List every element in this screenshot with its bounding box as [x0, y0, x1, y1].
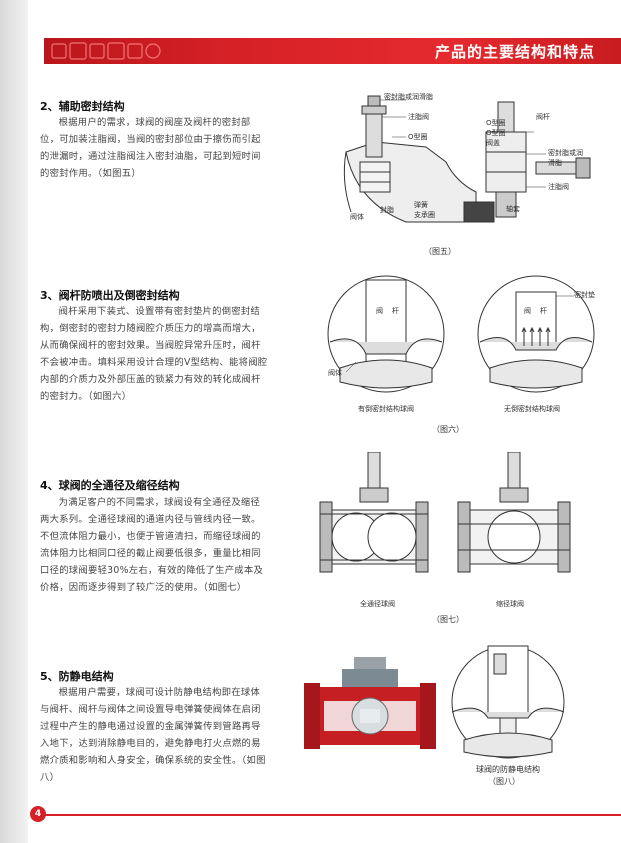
figure-7 [316, 452, 606, 592]
section-title-antistatic: 5、防静电结构 [40, 670, 114, 683]
side-strip [0, 0, 28, 843]
fig5-callout-2: 注脂阀 [408, 113, 429, 121]
section-body-stem-seal: 阀杆采用下装式、设置带有密封垫片的倒密封结构，倒密封的密封力随阀腔介质压力的增高… [40, 306, 268, 402]
figure-5: 密封脂或润滑脂 注脂阀 O型圈 阀体 封脂 弹簧 支承圈 O型圈 阀盖 密封脂或… [336, 92, 606, 232]
figure-7-drawing [319, 452, 571, 573]
fig5-callout-9: 阀盖 [486, 139, 500, 147]
fig6-callout-5: 杆 [540, 307, 547, 315]
fig6-callout-1: 阀 [376, 307, 383, 315]
fig5-callout-12: 阀杆 [536, 113, 550, 121]
figure-8-drawing [451, 645, 565, 759]
fig5-callout-8: O型圈 [486, 129, 506, 137]
cutaway-valve-image [304, 657, 436, 749]
fig6-callout-2: 杆 [392, 307, 399, 315]
fig5-callout-1: 密封脂或润滑脂 [384, 93, 433, 101]
section-body-aux-seal: 根据用户的需求，球阀的阀座及阀杆的密封部位，可加装注脂阀，当阀的密封部位由于擦伤… [40, 117, 261, 179]
fig5-callout-14: 轴套 [506, 205, 520, 213]
fig5-callout-11: 注脂阀 [548, 183, 569, 191]
figure-8-label: （图八） [488, 777, 520, 786]
section-title-stem-seal: 3、阀杆防喷出及倒密封结构 [40, 289, 180, 302]
figure-5-drawing [343, 95, 591, 223]
figure-8-photo [300, 655, 440, 755]
header-decoration [51, 42, 161, 60]
fig5-callout-13: O型圈 [486, 119, 506, 127]
figure-6-right-caption: 无倒密封结构球阀 [504, 405, 560, 413]
figure-8 [448, 642, 568, 762]
fig5-callout-7: 支承圈 [414, 211, 435, 219]
footer-line [44, 814, 621, 816]
fig5-callout-5: 封脂 [380, 206, 394, 214]
figure-6-drawing [327, 275, 595, 393]
fig6-callout-3: 阀体 [328, 369, 342, 377]
fig6-callout-4: 阀 [524, 307, 531, 315]
figure-6: 阀 杆 阀体 阀 杆 密封垫 [326, 272, 606, 402]
figure-7-left-caption: 全通径球阀 [360, 600, 395, 608]
section-title-bore: 4、球阀的全通径及缩径结构 [40, 479, 180, 492]
fig5-callout-4: 阀体 [350, 213, 364, 221]
header-bar [44, 38, 621, 64]
fig5-callout-3: O型圈 [408, 133, 428, 141]
fig5-callout-6: 弹簧 [414, 201, 428, 209]
section-title-aux-seal: 2、辅助密封结构 [40, 100, 125, 113]
fig5-callout-10: 密封脂或润滑脂 [548, 149, 583, 167]
figure-6-left-caption: 有倒密封结构球阀 [358, 405, 414, 413]
figure-6-label: （图六） [432, 425, 464, 434]
section-body-bore: 为满足客户的不同需求，球阀设有全通径及缩径两大系列。全通径球阀的通道内径与管线内… [40, 497, 264, 593]
page-title: 产品的主要结构和特点 [434, 43, 595, 61]
fig6-callout-6: 密封垫 [574, 291, 595, 299]
figure-8-caption: 球阀的防静电结构 [476, 765, 540, 774]
section-body-antistatic: 根据用户需要，球阀可设计防静电结构即在球体与阀杆、阀杆与阀体之间设置导电弹簧使阀… [40, 687, 266, 783]
page-number: 4 [30, 806, 46, 822]
figure-7-right-caption: 缩径球阀 [496, 600, 524, 608]
figure-5-label: （图五） [424, 247, 456, 256]
figure-7-label: （图七） [432, 615, 464, 624]
